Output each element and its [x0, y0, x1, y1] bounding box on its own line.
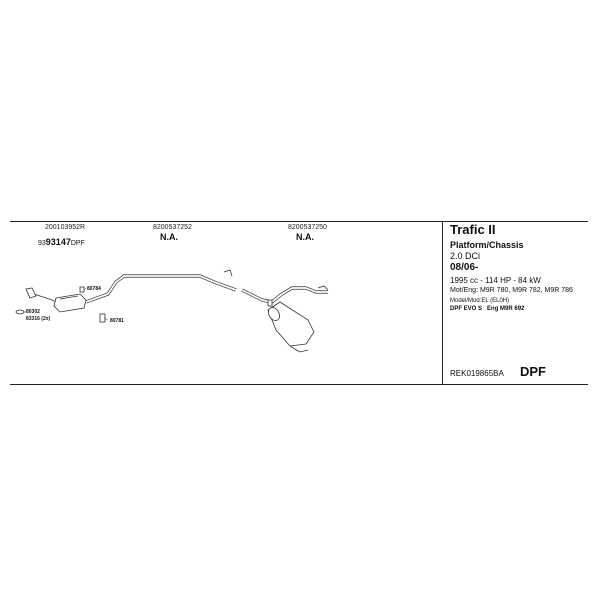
vehicle-engine: 2.0 DCi — [450, 251, 481, 261]
rear-silencer — [267, 301, 315, 347]
part-1-code-prefix: 93 — [38, 240, 46, 247]
part-1-code: 9393147DPF — [38, 232, 85, 250]
reference-number: REK019865BA — [450, 369, 504, 378]
part-1-code-suffix: DPF — [70, 240, 85, 247]
part-3-oem: 8200537250 — [288, 224, 327, 231]
vehicle-mot-eng: Mot/Eng: M9R 780, M9R 782, M9R 786 — [450, 287, 573, 294]
clamp-80784 — [79, 286, 85, 293]
part-2-code: N.A. — [160, 232, 178, 242]
info-divider — [442, 221, 443, 384]
part-1-code-main: 93147 — [45, 237, 71, 247]
callout-80784: 80784 — [87, 286, 101, 292]
vehicle-date: 08/06- — [450, 262, 479, 273]
tail-pipe — [289, 345, 309, 353]
middle-pipe — [85, 274, 237, 304]
rear-pipe — [241, 286, 328, 304]
gasket-80302 — [15, 309, 25, 315]
hanger-80781 — [99, 313, 106, 323]
diagram-frame — [10, 221, 588, 385]
part-2-oem: 8200537252 — [153, 224, 192, 231]
part-1-oem: 200103952R — [45, 224, 86, 231]
callout-83316: 83316 (2x) — [26, 316, 51, 322]
vehicle-dpf-row: DPF EVO S Eng M9R 692 — [450, 306, 524, 312]
vehicle-eng-code: Eng M9R 692 — [487, 306, 525, 312]
vehicle-model-mod: Model/Mod:EL (EL0H) — [450, 298, 510, 304]
callout-80302: 80302 — [26, 309, 40, 315]
dpf-badge: DPF — [520, 364, 546, 379]
vehicle-power: 1995 cc - 114 HP - 84 kW — [450, 276, 541, 285]
vehicle-model: Trafic II — [450, 222, 496, 237]
vehicle-dpf-evo: DPF EVO S — [450, 306, 483, 312]
part-3-code: N.A. — [296, 232, 314, 242]
vehicle-body: Platform/Chassis — [450, 240, 524, 250]
dpf-catalyst — [53, 293, 87, 313]
callout-80781: 80781 — [110, 318, 124, 324]
